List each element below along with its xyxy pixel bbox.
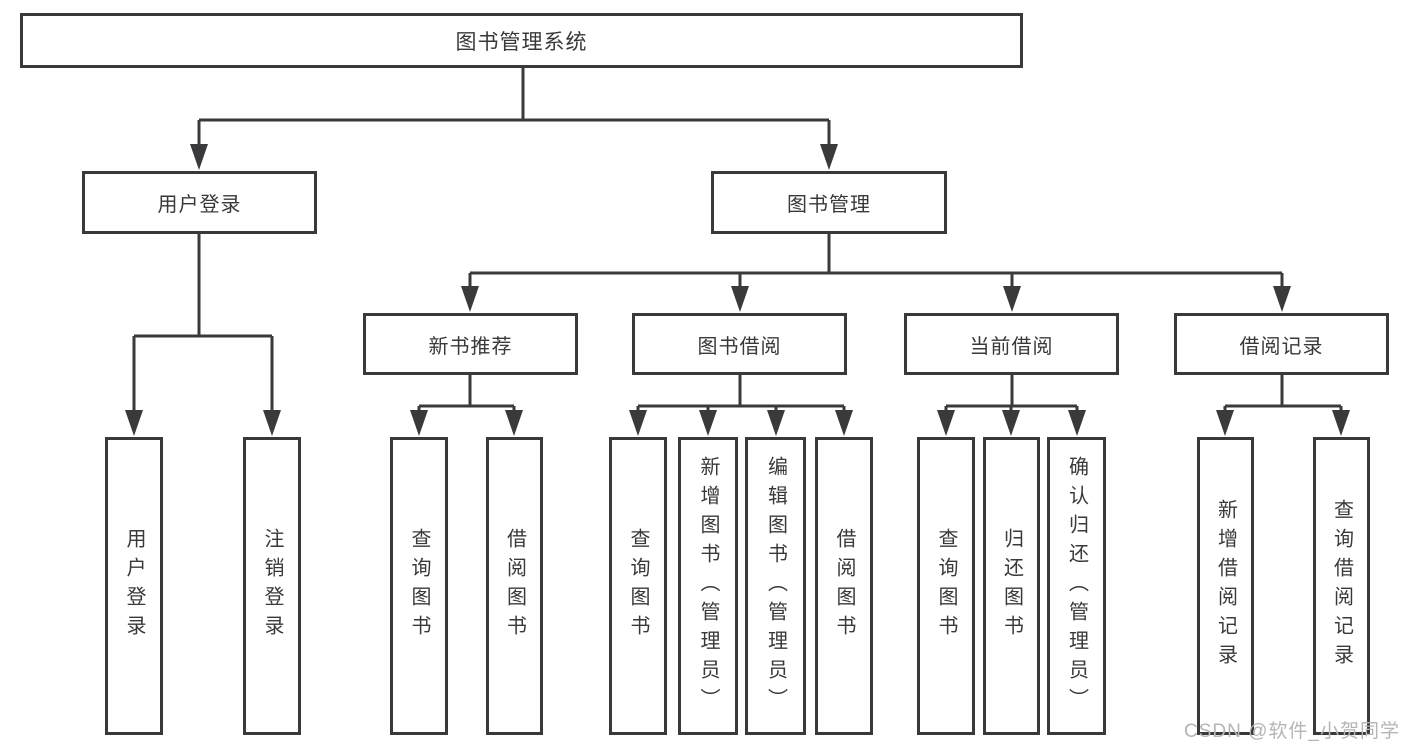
node-logout-action: 注销登录	[243, 437, 301, 735]
node-borrow-books-recommendation: 借阅图书	[486, 437, 543, 735]
node-new-book-recommendation: 新书推荐	[363, 313, 578, 375]
node-return-books: 归还图书	[983, 437, 1040, 735]
node-label: 归还图书	[1000, 528, 1023, 644]
node-library-management-system: 图书管理系统	[20, 13, 1023, 68]
node-book-management: 图书管理	[711, 171, 947, 234]
node-label: 新增借阅记录	[1214, 499, 1237, 673]
node-label: 图书借阅	[697, 335, 782, 358]
node-query-books-recommendation: 查询图书	[390, 437, 448, 735]
node-label: 查询图书	[935, 528, 957, 644]
node-label: 查询图书	[408, 528, 430, 644]
node-label: 新增图书（管理员）	[697, 455, 719, 717]
node-label: 查询图书	[627, 528, 649, 644]
node-label: 借阅图书	[833, 528, 855, 644]
node-add-borrow-record: 新增借阅记录	[1197, 437, 1254, 735]
node-label: 当前借阅	[969, 335, 1054, 358]
node-query-borrow-record: 查询借阅记录	[1313, 437, 1370, 735]
node-label: 图书管理系统	[455, 30, 588, 54]
tree-edges	[132, 68, 1343, 412]
node-query-books-borrowing: 查询图书	[609, 437, 667, 735]
node-label: 借阅图书	[503, 528, 526, 644]
node-add-book-admin: 新增图书（管理员）	[678, 437, 738, 735]
node-confirm-return-admin: 确认归还（管理员）	[1047, 437, 1106, 735]
node-book-borrowing: 图书借阅	[632, 313, 847, 375]
node-label: 用户登录	[157, 194, 242, 216]
node-label: 查询借阅记录	[1330, 499, 1353, 673]
arrowhead-icons	[125, 144, 1350, 436]
node-query-books-current: 查询图书	[917, 437, 975, 735]
node-borrow-books-borrowing: 借阅图书	[815, 437, 873, 735]
node-label: 新书推荐	[428, 335, 513, 358]
node-label: 注销登录	[261, 528, 283, 644]
node-edit-book-admin: 编辑图书（管理员）	[745, 437, 806, 735]
node-label: 确认归还（管理员）	[1065, 455, 1088, 717]
node-borrowing-records: 借阅记录	[1174, 313, 1389, 375]
node-user-login: 用户登录	[82, 171, 317, 234]
node-user-login-action: 用户登录	[105, 437, 163, 735]
node-label: 图书管理	[787, 194, 871, 216]
node-label: 编辑图书（管理员）	[764, 455, 787, 717]
csdn-watermark: CSDN @软件_小贺同学	[1184, 721, 1400, 742]
node-label: 借阅记录	[1239, 335, 1324, 358]
node-label: 用户登录	[123, 528, 145, 644]
node-current-borrowing: 当前借阅	[904, 313, 1119, 375]
